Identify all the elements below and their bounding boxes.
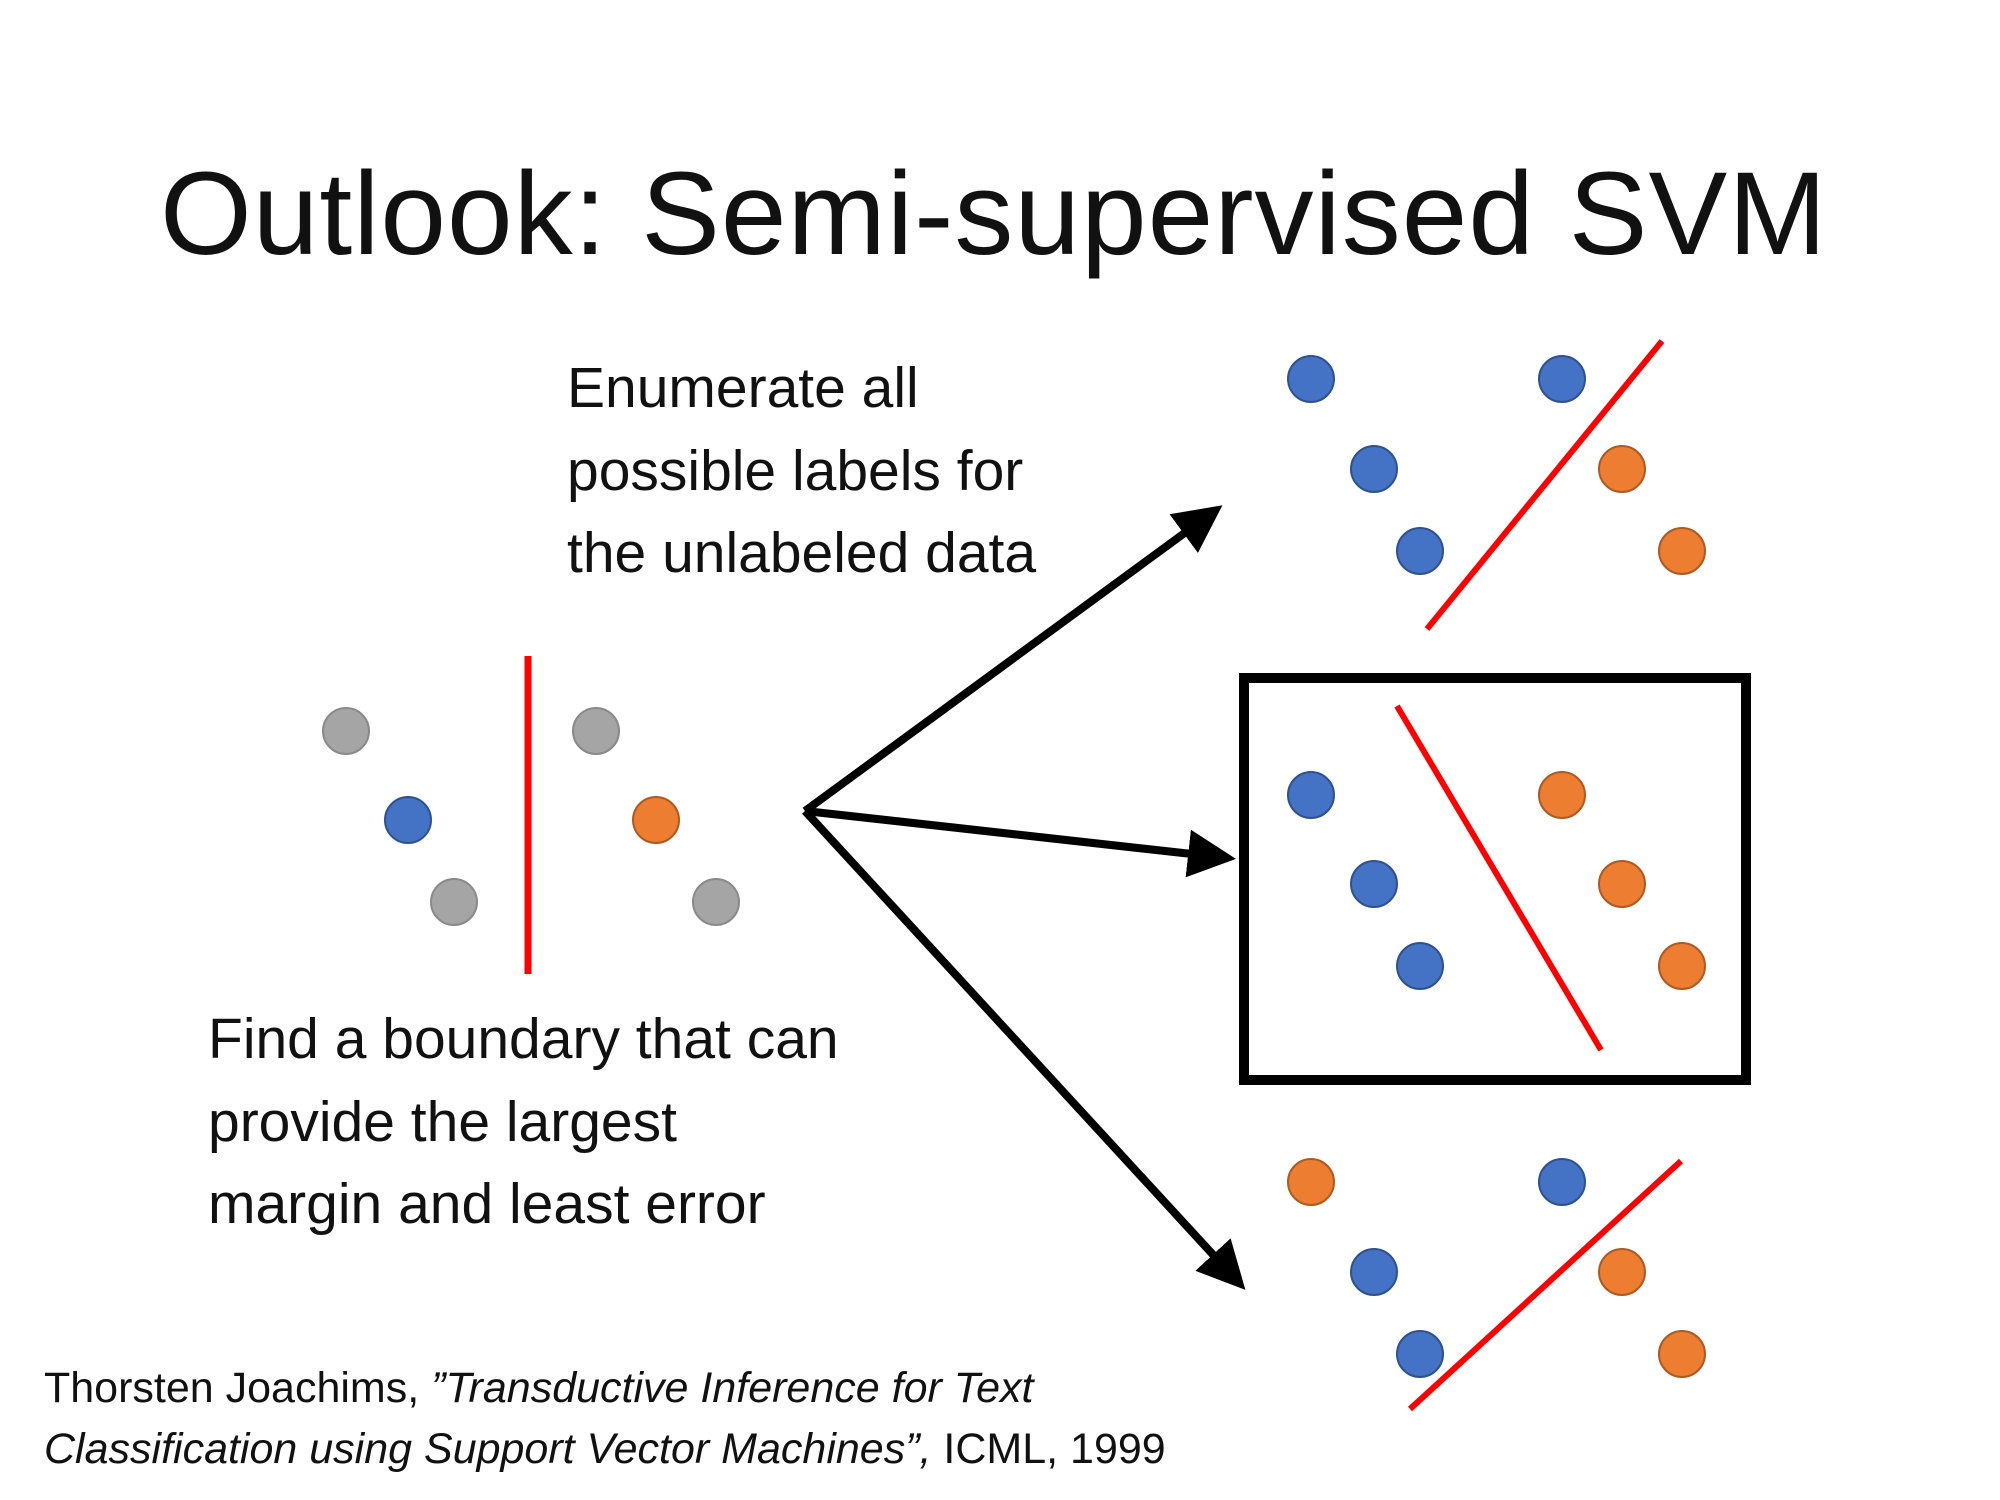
caption-line: provide the largest xyxy=(208,1089,677,1154)
point-orange xyxy=(1538,771,1586,819)
citation-line-1: Thorsten Joachims, ”Transductive Inferen… xyxy=(44,1358,1166,1419)
caption-line: the unlabeled data xyxy=(567,521,1037,586)
boundary-line-bottom xyxy=(1407,1158,1684,1412)
find-boundary-caption: Find a boundary that can provide the lar… xyxy=(208,998,839,1246)
point-orange xyxy=(1287,1158,1335,1206)
enumeration-arrows xyxy=(802,505,1246,1290)
point-blue xyxy=(1396,942,1444,990)
original-data-group xyxy=(322,656,740,974)
point-blue xyxy=(1396,527,1444,575)
point-orange xyxy=(1658,942,1706,990)
point-blue xyxy=(1350,1248,1398,1296)
labeled-point-blue xyxy=(384,796,432,844)
caption-line: possible labels for xyxy=(567,438,1024,503)
enumerate-labels-caption: Enumerate all possible labels for the un… xyxy=(567,347,1036,595)
point-orange xyxy=(1658,527,1706,575)
caption-line: Find a boundary that can xyxy=(208,1007,839,1071)
citation-line-2: Classification using Support Vector Mach… xyxy=(44,1419,1166,1480)
arrow-to-middle-labeling xyxy=(804,807,1236,878)
boundary-line-middle xyxy=(1394,704,1604,1052)
unlabeled-point xyxy=(322,707,370,755)
point-blue xyxy=(1538,1158,1586,1206)
arrow-to-bottom-labeling xyxy=(802,808,1246,1290)
point-blue xyxy=(1396,1330,1444,1378)
unlabeled-point xyxy=(430,878,478,926)
point-blue xyxy=(1287,355,1335,403)
point-blue xyxy=(1350,860,1398,908)
point-orange xyxy=(1658,1330,1706,1378)
point-blue xyxy=(1287,771,1335,819)
caption-line: Enumerate all xyxy=(567,356,919,420)
labeled-point-orange xyxy=(632,796,680,844)
point-orange xyxy=(1598,445,1646,493)
point-blue xyxy=(1538,355,1586,403)
candidate-labeling-top xyxy=(1287,339,1706,631)
arrow-to-top-labeling xyxy=(802,505,1223,815)
point-blue xyxy=(1350,445,1398,493)
citation-venue: ICML, 1999 xyxy=(931,1425,1166,1474)
caption-line: margin and least error xyxy=(208,1172,766,1237)
best-labeling-highlight-box xyxy=(1239,673,1751,1085)
citation-title-part-1: ”Transductive Inference for Text xyxy=(431,1364,1034,1412)
candidate-labeling-middle xyxy=(1239,673,1751,1085)
candidate-labeling-bottom xyxy=(1287,1158,1706,1412)
unlabeled-point xyxy=(572,707,620,755)
citation: Thorsten Joachims, ”Transductive Inferen… xyxy=(44,1358,1166,1481)
unlabeled-point xyxy=(692,878,740,926)
point-orange xyxy=(1598,1248,1646,1296)
boundary-line-top xyxy=(1424,339,1665,631)
point-orange xyxy=(1598,860,1646,908)
citation-author: Thorsten Joachims, xyxy=(44,1364,432,1412)
citation-title-part-2: Classification using Support Vector Mach… xyxy=(44,1425,932,1474)
slide-title: Outlook: Semi-supervised SVM xyxy=(160,148,1828,280)
